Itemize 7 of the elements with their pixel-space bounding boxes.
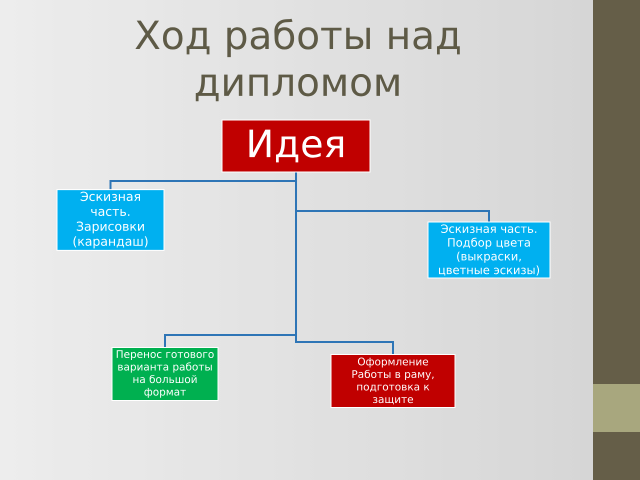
idea-box: Идея <box>222 120 370 172</box>
title: Ход работы над дипломом <box>135 18 460 102</box>
process-box: Перенос готового варианта работы на большой формат <box>112 347 218 401</box>
process-box: Эскизная часть. Подбор цвета (выкраски, цветные эскизы) <box>428 222 550 278</box>
connector-line <box>295 172 394 354</box>
process-box: Эскизная часть. Зарисовки (карандаш) <box>56 189 164 251</box>
process-box: Оформление Работы в раму, подготовка к защите <box>330 354 456 408</box>
